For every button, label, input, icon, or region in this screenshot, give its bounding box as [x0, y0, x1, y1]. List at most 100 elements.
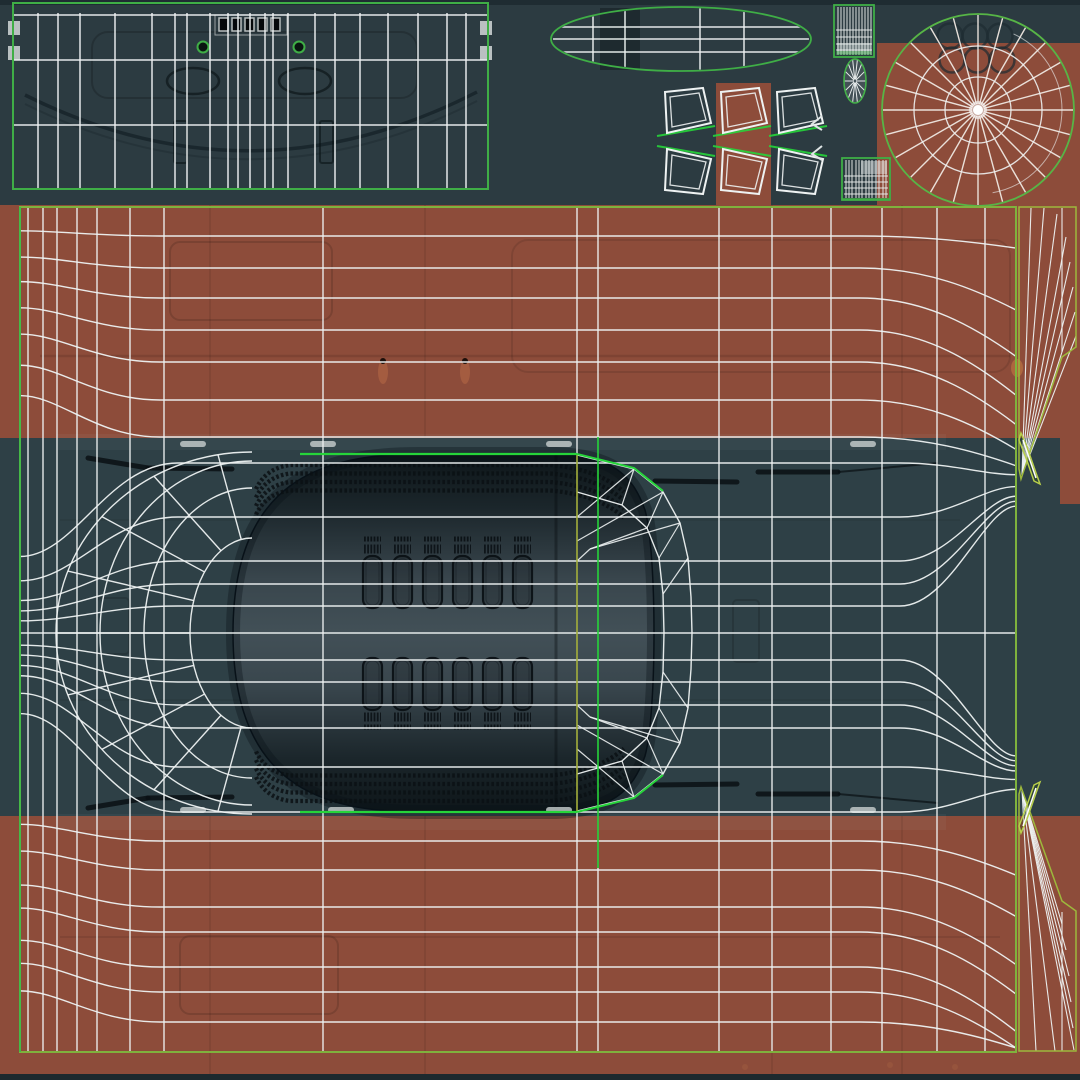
grid-line — [19, 823, 1017, 876]
rect — [270, 17, 281, 32]
line — [837, 793, 939, 804]
deck-detail-top — [254, 462, 626, 610]
path — [669, 154, 707, 190]
path — [992, 33, 1063, 194]
rect — [481, 554, 504, 610]
rect — [421, 554, 444, 610]
line — [978, 18, 1004, 105]
stern-fan-island-bottom — [1018, 784, 1077, 1052]
rect — [511, 554, 534, 610]
rect — [91, 31, 418, 99]
path — [254, 763, 626, 795]
rect — [218, 17, 229, 32]
grid-line — [19, 644, 1017, 757]
line — [980, 27, 1027, 106]
grid-line — [19, 256, 1017, 311]
line — [101, 516, 205, 573]
path — [725, 154, 763, 190]
grid-line — [19, 692, 1017, 781]
rect — [231, 17, 242, 32]
rect — [455, 558, 470, 606]
rect — [180, 441, 206, 447]
line — [952, 18, 978, 105]
line — [981, 113, 1046, 178]
line — [978, 115, 1004, 202]
rect — [179, 935, 339, 1015]
ellipse — [277, 66, 333, 96]
line — [1021, 789, 1037, 1052]
line — [1021, 789, 1072, 1003]
repeat-item — [254, 471, 626, 503]
line — [1021, 335, 1077, 476]
circle — [913, 45, 1043, 175]
repeat-item — [231, 17, 242, 32]
rect — [425, 660, 440, 708]
grid-line — [19, 939, 1017, 1033]
propeller-starburst-island — [843, 58, 867, 104]
line — [153, 475, 222, 552]
line — [768, 145, 828, 157]
rect — [481, 656, 504, 712]
grid-line — [19, 500, 1017, 612]
repeat-item — [712, 86, 772, 137]
repeat-item — [257, 17, 268, 32]
stern-fan-island-top — [1018, 206, 1077, 482]
repeat-item — [421, 536, 444, 610]
grid-line — [19, 495, 1017, 602]
line — [855, 64, 863, 80]
path — [254, 462, 626, 494]
path — [781, 154, 819, 190]
deck-ellipse-island — [550, 6, 812, 72]
deck-green-edges — [300, 452, 664, 814]
line — [652, 478, 740, 485]
rect — [836, 51, 872, 55]
line — [85, 795, 151, 811]
repeat-item — [451, 536, 474, 610]
line — [982, 61, 1061, 108]
line — [67, 570, 194, 602]
rect — [425, 558, 440, 606]
path — [663, 86, 713, 135]
circle — [292, 40, 306, 54]
line — [895, 61, 974, 108]
line — [855, 81, 865, 91]
grid-line — [19, 907, 1017, 995]
deck-detail-bottom — [254, 656, 626, 804]
line — [929, 27, 976, 106]
rect — [480, 21, 492, 35]
rect — [1060, 438, 1080, 504]
rect — [511, 656, 534, 712]
line — [145, 794, 235, 801]
grid-line — [19, 664, 1017, 767]
repeat-item — [254, 763, 626, 795]
line — [852, 59, 856, 80]
line — [217, 454, 242, 540]
rect — [56, 814, 946, 830]
rect — [169, 241, 333, 321]
line — [910, 42, 975, 107]
path — [254, 772, 626, 804]
rect — [365, 558, 380, 606]
path — [254, 471, 626, 503]
circle — [462, 358, 468, 364]
grid-line — [19, 712, 1017, 813]
path — [775, 86, 825, 135]
line — [589, 716, 681, 744]
line — [982, 112, 1061, 159]
repeat-item — [451, 656, 474, 730]
line — [886, 84, 973, 110]
repeat-item — [421, 656, 444, 730]
rect — [515, 558, 530, 606]
repeat-item — [656, 145, 716, 196]
rect — [837, 43, 871, 54]
line — [646, 491, 664, 529]
rect — [12, 2, 489, 190]
ellipse — [378, 360, 388, 384]
rect — [732, 599, 760, 663]
line — [576, 724, 664, 775]
rect — [56, 434, 946, 450]
rect — [361, 554, 384, 610]
line — [847, 64, 855, 80]
line — [576, 468, 635, 518]
line — [895, 112, 974, 159]
